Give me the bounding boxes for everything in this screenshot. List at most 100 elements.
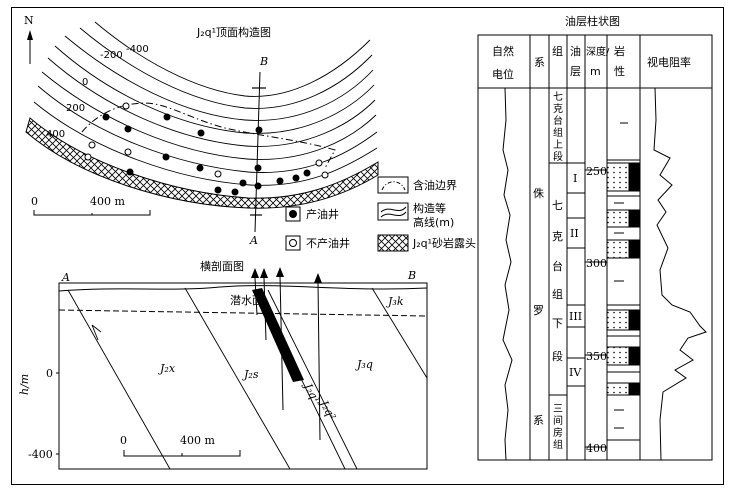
section-end-b: B	[259, 55, 268, 68]
header-layer: 层	[570, 65, 581, 78]
header-depth: 深度/	[586, 45, 610, 58]
depth-label: 350	[586, 350, 607, 363]
header-lithology: 性	[614, 64, 625, 78]
header-depth: m	[590, 65, 601, 78]
well-arrow-icon	[251, 268, 259, 278]
group-char: 组	[553, 126, 563, 139]
header-layer: 油	[570, 44, 581, 58]
contour-label: 200	[66, 103, 85, 114]
oil-layer-label: III	[569, 310, 582, 323]
well-arrow-icon	[260, 268, 268, 278]
legend: 含油边界 产油井 构造等 高线(m) 不产油井 J₂q¹砂岩露头	[285, 176, 476, 252]
group-char: 七	[552, 199, 563, 212]
oil-layer-column: 油层柱状图 自然 电位 系 组 油 层 深度/ m 岩 性 视电阻率 侏	[477, 14, 713, 461]
group-char: 台	[552, 259, 563, 273]
depth-label: 400	[586, 442, 607, 455]
north-arrowhead-icon	[27, 30, 33, 40]
well-arrow-icon	[276, 267, 284, 277]
section-scale-zero: 0	[120, 434, 127, 447]
oil-layer-label: IV	[569, 366, 582, 379]
section-title: 横剖面图	[200, 259, 244, 273]
section-ylabel: h/m	[18, 374, 31, 395]
sp-curve	[502, 87, 513, 461]
unit-label: J₂s	[242, 368, 259, 381]
unit-label: J₃q	[355, 358, 373, 371]
contour-label: -400	[126, 44, 149, 55]
oil-layer-box	[566, 162, 586, 194]
figure-frame	[11, 7, 724, 485]
map-scale-bar	[33, 210, 151, 216]
header-resistivity: 视电阻率	[647, 55, 691, 69]
contour-line-icon	[380, 206, 407, 218]
oil-layer-box	[566, 304, 586, 328]
section-line	[254, 71, 261, 233]
legend-oil-boundary: 含油边界	[413, 178, 457, 192]
ytick-label: 0	[46, 367, 53, 380]
section-left-label: A	[61, 271, 70, 284]
map-title: J₂q¹顶面构造图	[196, 25, 271, 39]
system-char: 罗	[533, 304, 544, 317]
water-table-label: 潜水面	[230, 293, 263, 307]
contour-label: 0	[82, 77, 88, 88]
legend-outcrop: J₂q¹砂岩露头	[412, 236, 476, 250]
structure-map: N J₂q¹顶面构造图 -400 -200 0 200 400	[24, 14, 379, 247]
header-group: 组	[552, 44, 563, 58]
unit-label: J₂x	[158, 362, 176, 375]
depth-label: 300	[586, 257, 607, 270]
lithology-column	[606, 122, 641, 441]
group-char: 房	[553, 426, 563, 439]
resistivity-curve	[653, 87, 707, 461]
group-char: 下	[552, 317, 563, 330]
nonproducing-well-icon	[289, 239, 297, 247]
well-arrow-icon	[314, 273, 322, 283]
section-wells	[254, 275, 321, 441]
group-char: 三	[553, 404, 563, 415]
header-system: 系	[534, 56, 545, 69]
sandstone-outcrop-band	[25, 117, 379, 209]
legend-nonproducing: 不产油井	[306, 236, 350, 250]
group-char: 组	[552, 287, 563, 301]
legend-producing: 产油井	[306, 207, 339, 221]
group-char: 段	[552, 349, 563, 363]
section-end-a: A	[249, 234, 258, 247]
unit-label: J₃k	[386, 295, 404, 308]
oil-layer-box	[566, 217, 586, 249]
dip-arrow-icon	[91, 324, 102, 341]
oil-layer-label: I	[573, 172, 577, 185]
water-table-line	[58, 309, 428, 317]
group-char: 台	[553, 114, 563, 127]
nonproducing-wells	[84, 102, 329, 179]
group-char: 克	[553, 103, 563, 115]
section-scale-bar	[123, 450, 241, 457]
section-right-label: B	[407, 269, 416, 282]
producing-well-icon	[289, 210, 297, 218]
outcrop-icon	[377, 234, 409, 252]
ground-surface	[58, 285, 428, 292]
contour-label: -200	[100, 50, 123, 61]
map-scale-length: 400 m	[90, 195, 125, 208]
section-scale-length: 400 m	[180, 434, 215, 447]
north-label: N	[24, 14, 34, 27]
group-char: 段	[553, 150, 563, 163]
oil-layer-box	[566, 357, 586, 387]
oil-layer-label: II	[570, 227, 579, 240]
oil-boundary-icon	[381, 181, 406, 191]
system-char: 系	[533, 414, 544, 427]
column-box	[477, 34, 713, 461]
header-sp: 电位	[492, 67, 514, 81]
map-scale-zero: 0	[31, 195, 38, 208]
header-sp: 自然	[492, 44, 514, 58]
contour-lines	[33, 21, 378, 186]
legend-contour-line2: 高线(m)	[413, 215, 454, 229]
group-char: 上	[553, 139, 563, 151]
column-title: 油层柱状图	[565, 14, 620, 28]
ytick-label: -400	[28, 448, 53, 461]
oil-boundary-line	[81, 102, 336, 169]
group-char: 组	[553, 438, 563, 451]
contour-label: 400	[46, 129, 65, 140]
system-char: 侏	[533, 187, 544, 200]
group-char: 克	[552, 230, 563, 243]
header-lithology: 岩	[614, 44, 625, 58]
group-char: 七	[553, 91, 563, 103]
